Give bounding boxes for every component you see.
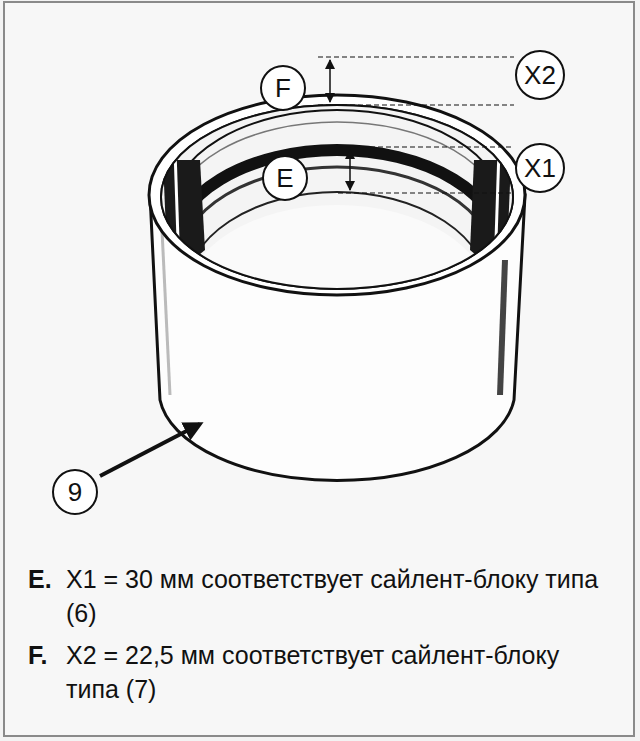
callout-letter: F bbox=[275, 75, 291, 101]
callout-circle: X2 bbox=[515, 50, 565, 100]
callout-letter: 9 bbox=[68, 479, 82, 505]
callout-circle: 9 bbox=[52, 469, 98, 515]
callout-circle: X1 bbox=[515, 143, 565, 193]
callout-circle: F bbox=[260, 65, 306, 111]
dimension-x2 bbox=[318, 57, 514, 105]
caption-key: F. bbox=[28, 638, 68, 672]
caption-key: E. bbox=[28, 562, 68, 596]
leader-arrow bbox=[100, 424, 200, 476]
callout-letter: X1 bbox=[524, 155, 556, 181]
dimension-x1 bbox=[338, 147, 514, 193]
callout-letter: E bbox=[276, 165, 293, 191]
caption-text: X2 = 22,5 мм соответствует сайлент-блоку… bbox=[66, 638, 606, 706]
frame bbox=[4, 2, 634, 736]
caption-text: X1 = 30 мм соответствует сайлент-блоку т… bbox=[66, 562, 606, 630]
callout-letter: X2 bbox=[524, 62, 556, 88]
callout-circle: E bbox=[262, 155, 308, 201]
bushing bbox=[149, 90, 530, 480]
